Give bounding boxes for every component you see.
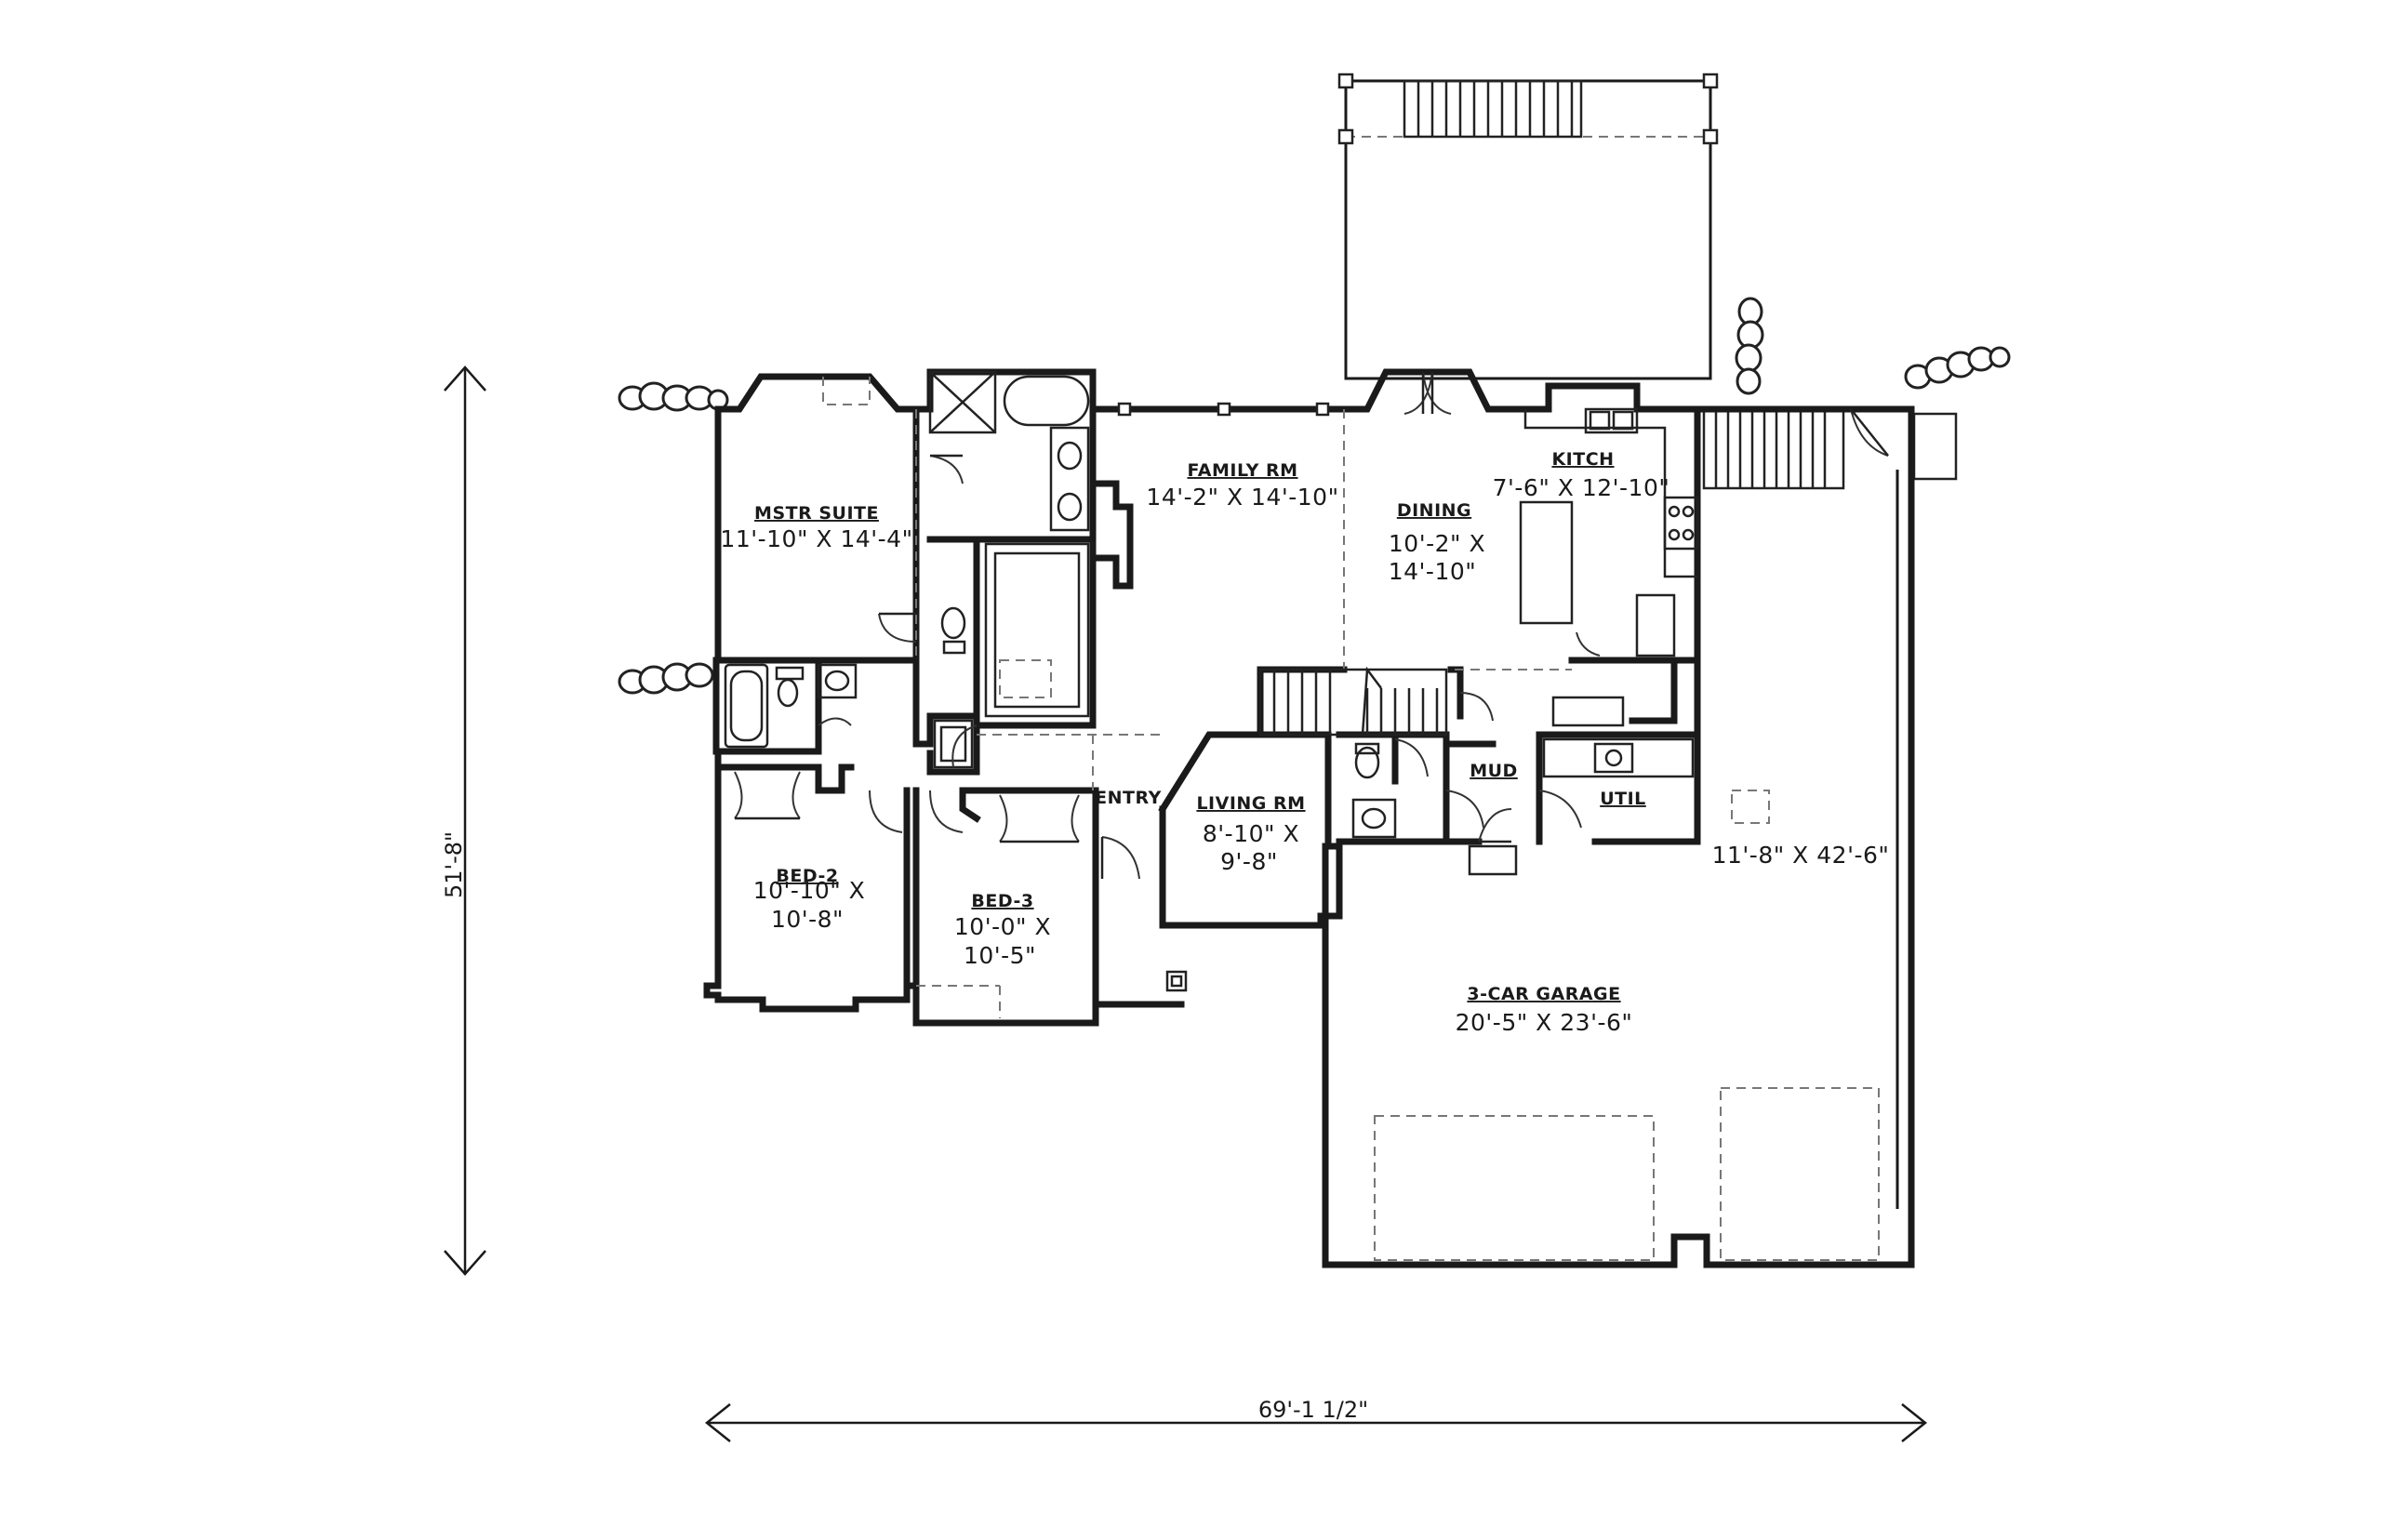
shrubs-left-top xyxy=(618,381,729,412)
porch-post xyxy=(1165,970,1188,992)
width-dimension-label: 69'-1 1/2" xyxy=(1258,1397,1368,1423)
garage-side-size: 11'-8" X 42'-6" xyxy=(1712,842,1890,869)
kitchen-name: KITCH xyxy=(1551,449,1614,470)
bed-3-size-line1: 10'-0" X xyxy=(954,913,1051,940)
master-suite-size: 11'-10" X 14'-4" xyxy=(720,525,912,552)
bed-2-name: BED-2 xyxy=(776,866,838,886)
dining-size-line2: 14'-10" xyxy=(1389,558,1477,585)
shrubs-left-mid xyxy=(618,662,714,695)
master-bath-fixtures xyxy=(928,370,1090,718)
depth-dimension: 51'-8" xyxy=(441,365,486,1276)
dashed-outlines xyxy=(822,377,1880,1261)
room-labels: MSTR SUITE 11'-10" X 14'-4" FAMILY RM 14… xyxy=(720,449,1890,1036)
interior-walls xyxy=(714,405,1899,1209)
rear-deck xyxy=(1337,73,1719,380)
kitchen-size: 7'-6" X 12'-10" xyxy=(1493,474,1670,501)
util-name: UTIL xyxy=(1600,789,1646,809)
shrubs-right-vertical xyxy=(1735,297,1764,395)
living-room-size-line1: 8'-10" X xyxy=(1203,820,1299,847)
mud-name: MUD xyxy=(1470,761,1518,781)
bed-2-size-line1: 10'-10" X xyxy=(753,877,866,904)
deck-stairs xyxy=(1403,79,1583,139)
entry-name: ENTRY xyxy=(1095,788,1162,808)
side-stairs xyxy=(1702,407,1958,490)
family-room-name: FAMILY RM xyxy=(1187,460,1297,481)
shrubs-right-top xyxy=(1904,346,2011,390)
bed-3-name: BED-3 xyxy=(971,891,1033,911)
garage-size: 20'-5" X 23'-6" xyxy=(1456,1009,1633,1036)
half-bath-fixtures xyxy=(1351,742,1397,839)
master-suite-name: MSTR SUITE xyxy=(754,503,879,524)
bed-3-size-line2: 10'-5" xyxy=(964,942,1036,969)
family-room-size: 14'-2" X 14'-10" xyxy=(1146,484,1338,511)
util-fixtures xyxy=(1542,737,1695,778)
hall-bath-fixtures xyxy=(724,663,858,749)
kitchen-fixtures xyxy=(1519,407,1699,727)
interior-stairs xyxy=(1258,666,1448,737)
living-room-size-line2: 9'-8" xyxy=(1220,848,1278,875)
width-dimension: 69'-1 1/2" xyxy=(704,1397,1928,1442)
garage-name: 3-CAR GARAGE xyxy=(1467,984,1620,1004)
dining-name: DINING xyxy=(1397,500,1471,521)
doors xyxy=(734,371,1889,880)
living-room-name: LIVING RM xyxy=(1196,793,1305,814)
bed-2-size-line2: 10'-8" xyxy=(771,906,844,933)
depth-dimension-label: 51'-8" xyxy=(441,831,467,898)
dining-size-line1: 10'-2" X xyxy=(1389,530,1485,557)
